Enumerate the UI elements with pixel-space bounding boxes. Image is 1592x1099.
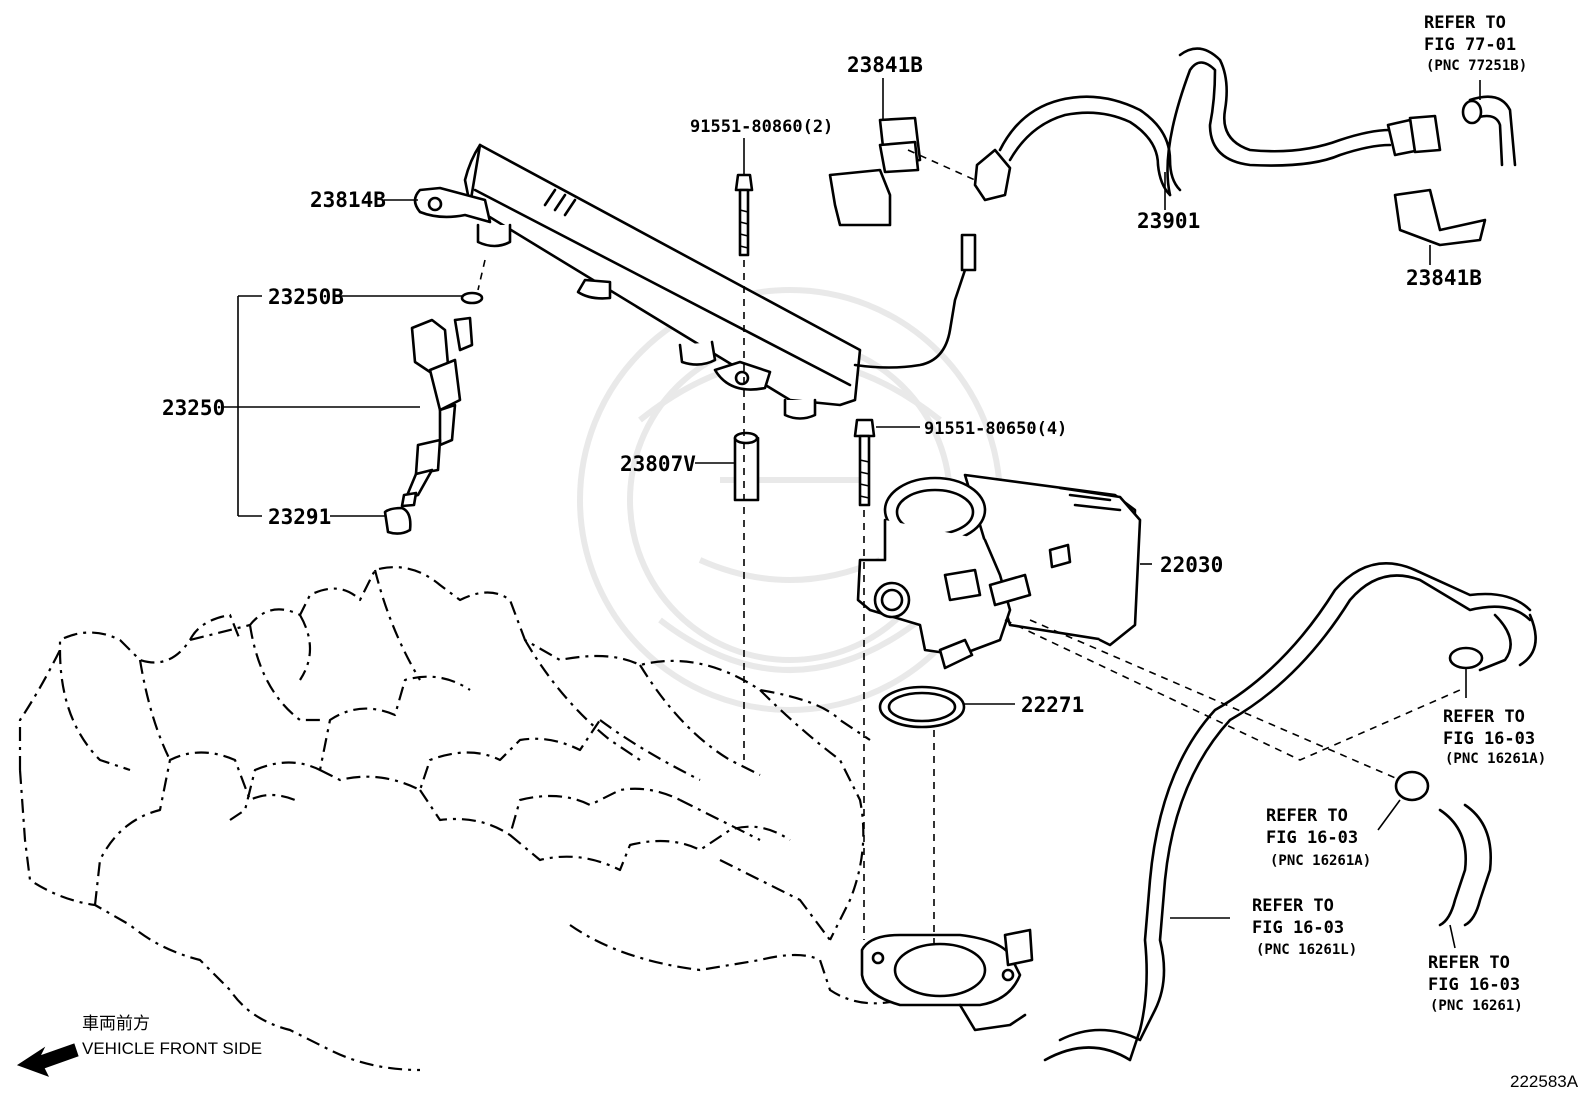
refer-fig16-plain: REFER TO FIG 16-03 (PNC 16261)	[1428, 953, 1523, 1014]
engine-outline	[18, 566, 901, 1072]
coolant-hoses	[1043, 562, 1537, 1062]
arrow-left-down-icon	[16, 1043, 79, 1077]
fuel-hose	[828, 47, 1517, 247]
refer-fig16-plain-line2: FIG 16-03	[1428, 975, 1520, 995]
refer-fig16-a-right: REFER TO FIG 16-03 (PNC 16261A)	[1443, 707, 1546, 767]
intake-flange	[860, 928, 1034, 1032]
label-23841b-right: 23841B	[1406, 266, 1482, 290]
label-91551-80860: 91551-80860(2)	[690, 117, 833, 137]
part-labels: 23841B 91551-80860(2) 23814B 23250B 2325…	[162, 53, 1482, 717]
refer-fig16-a-mid-line3: (PNC 16261A)	[1270, 853, 1371, 869]
label-23814b: 23814B	[310, 188, 386, 212]
vehicle-front-indicator: 車両前方 VEHICLE FRONT SIDE	[16, 1014, 262, 1077]
illustration-id: 222583A	[1510, 1072, 1579, 1091]
refer-fig16-plain-line3: (PNC 16261)	[1430, 998, 1523, 1014]
refer-fig77-line2: FIG 77-01	[1424, 35, 1516, 55]
refer-fig16-l: REFER TO FIG 16-03 (PNC 16261L)	[1252, 896, 1357, 958]
refer-fig16-a-right-line2: FIG 16-03	[1443, 729, 1535, 749]
front-side-japanese: 車両前方	[82, 1014, 150, 1033]
bolts	[733, 173, 876, 507]
refer-fig16-a-mid-line1: REFER TO	[1266, 806, 1348, 826]
label-23901: 23901	[1137, 209, 1200, 233]
label-22271: 22271	[1021, 693, 1084, 717]
refer-fig16-l-line3: (PNC 16261L)	[1256, 942, 1357, 958]
label-22030: 22030	[1160, 553, 1223, 577]
front-side-english: VEHICLE FRONT SIDE	[82, 1039, 262, 1058]
label-23807v: 23807V	[620, 452, 696, 476]
refer-fig77-line3: (PNC 77251B)	[1426, 58, 1527, 74]
refer-fig16-a-mid: REFER TO FIG 16-03 (PNC 16261A)	[1266, 806, 1371, 869]
fuel-rail	[413, 143, 977, 420]
refer-fig77: REFER TO FIG 77-01 (PNC 77251B)	[1424, 13, 1527, 74]
label-91551-80650: 91551-80650(4)	[924, 419, 1067, 439]
refer-fig16-a-right-line3: (PNC 16261A)	[1445, 751, 1546, 767]
label-23250: 23250	[162, 396, 225, 420]
fuel-injector	[383, 291, 484, 535]
refer-fig16-a-mid-line2: FIG 16-03	[1266, 828, 1358, 848]
label-23841b-top: 23841B	[847, 53, 923, 77]
throttle-body	[856, 473, 1142, 670]
refer-fig16-l-line2: FIG 16-03	[1252, 918, 1344, 938]
label-23291: 23291	[268, 505, 331, 529]
leader-lines	[222, 78, 1481, 950]
refer-fig16-a-right-line1: REFER TO	[1443, 707, 1525, 727]
refer-fig16-l-line1: REFER TO	[1252, 896, 1334, 916]
refer-fig77-line1: REFER TO	[1424, 13, 1506, 33]
gasket	[878, 685, 966, 729]
refer-fig16-plain-line1: REFER TO	[1428, 953, 1510, 973]
label-23250b: 23250B	[268, 285, 344, 309]
